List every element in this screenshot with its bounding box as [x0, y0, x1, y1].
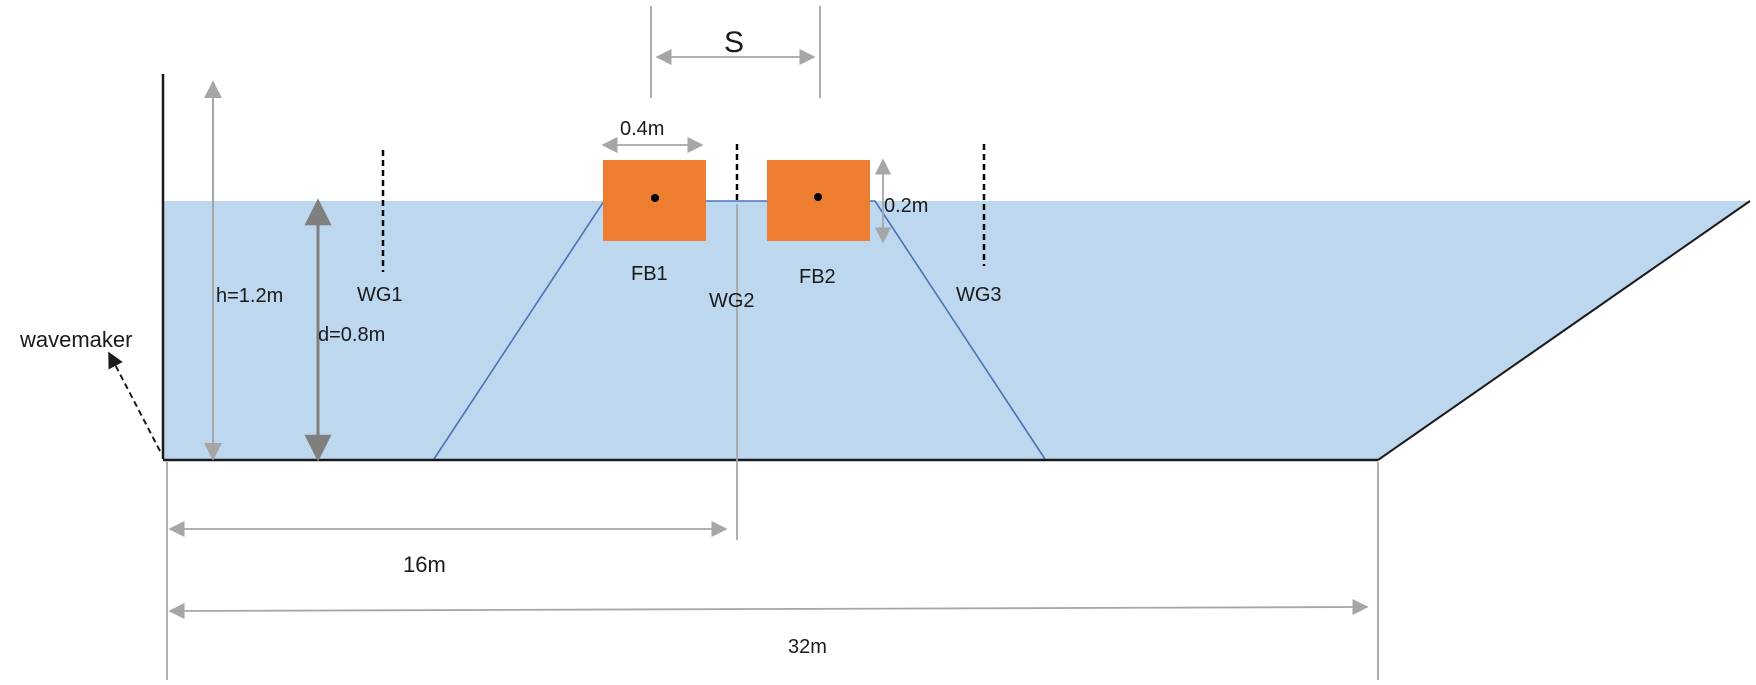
- distance-32m-arrow: [168, 598, 1369, 620]
- wg1-label: WG1: [357, 284, 403, 306]
- fb2-label: FB2: [799, 266, 836, 288]
- h-label: h=1.2m: [216, 285, 283, 307]
- wg3-label: WG3: [956, 284, 1002, 306]
- beach-slope: [1377, 200, 1751, 461]
- wavemaker-pointer-arrow: [108, 351, 161, 452]
- wavemaker-label: wavemaker: [19, 327, 132, 352]
- floating-body-1-center-dot: [651, 194, 659, 202]
- wg2-label: WG2: [709, 290, 755, 312]
- distance-32m-label: 32m: [788, 636, 827, 658]
- floating-body-2-center-dot: [814, 193, 822, 201]
- spacing-label: S: [724, 26, 744, 59]
- distance-16m-label: 16m: [403, 552, 446, 577]
- fb1-label: FB1: [631, 263, 668, 285]
- submerged-breakwater-outline: [433, 200, 1046, 460]
- box-height-label: 0.2m: [884, 195, 928, 217]
- water-region: [163, 201, 1750, 459]
- box-width-label: 0.4m: [620, 118, 664, 140]
- d-label: d=0.8m: [318, 324, 385, 346]
